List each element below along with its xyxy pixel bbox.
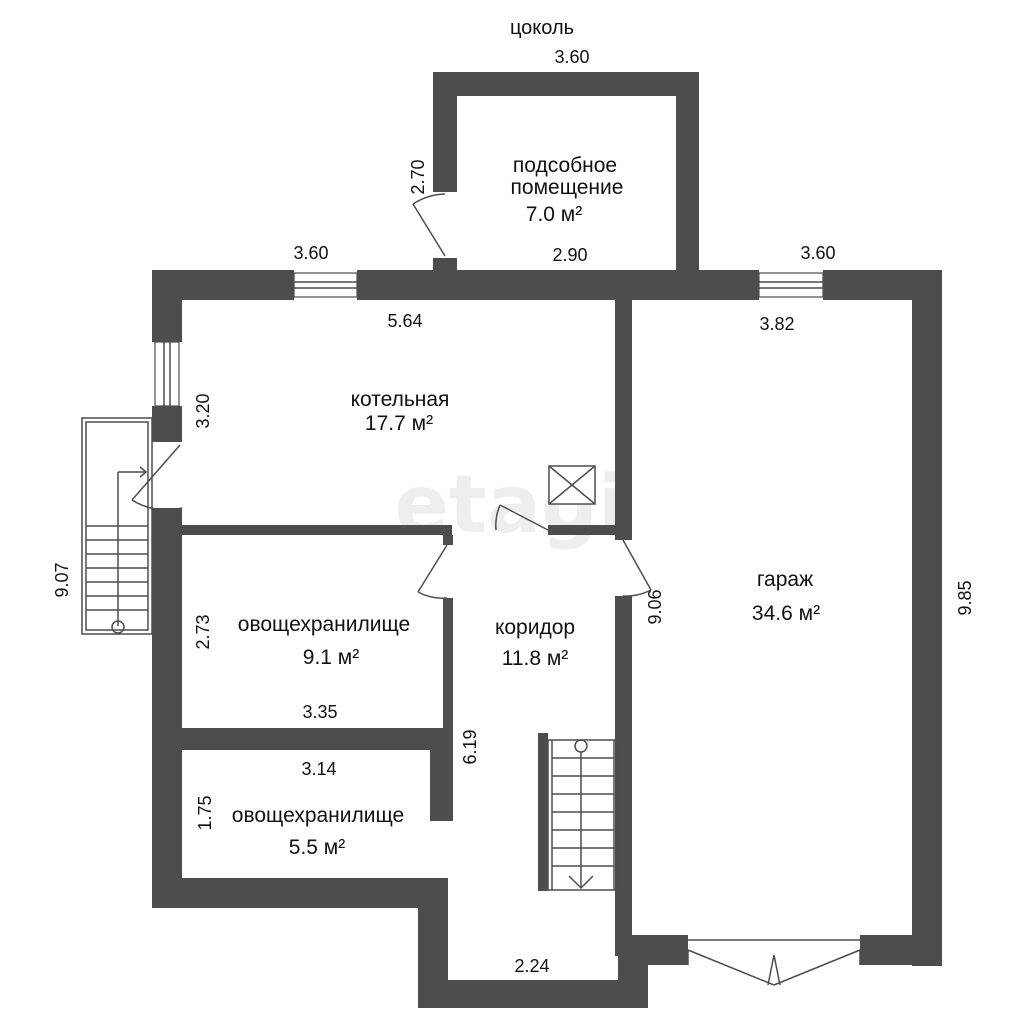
walls — [152, 72, 942, 1008]
room-garage-name: гараж — [757, 568, 813, 591]
outside-stairs — [81, 417, 153, 635]
dim-boiler-width: 5.64 — [387, 311, 422, 331]
dim-right-top: 3.60 — [800, 243, 835, 263]
dim-top-title: 3.60 — [554, 47, 589, 67]
dim-veg1-width: 3.35 — [302, 702, 337, 722]
dim-bottom-width: 2.24 — [514, 956, 549, 976]
vent-icon — [548, 465, 596, 505]
room-veg2-name: овощехранилище — [232, 804, 404, 827]
dim-garage-width: 3.82 — [759, 314, 794, 334]
dim-stair-length: 9.07 — [52, 562, 72, 597]
dim-veg2-width: 3.14 — [301, 759, 336, 779]
dim-corr-height: 6.19 — [460, 729, 480, 764]
windows — [154, 272, 824, 407]
dim-left-top: 3.60 — [293, 243, 328, 263]
dim-veg1-height: 2.73 — [193, 614, 213, 649]
room-boiler-name: котельная — [351, 388, 450, 411]
room-corridor-area: 11.8 м² — [502, 647, 569, 670]
dim-corr-length: 9.06 — [645, 589, 665, 624]
dim-util-height: 2.70 — [408, 159, 428, 194]
dim-garage-length: 9.85 — [955, 580, 975, 615]
dim-boiler-height: 3.20 — [193, 393, 213, 428]
room-veg1-area: 9.1 м² — [303, 646, 359, 669]
plan-title: цоколь — [510, 17, 574, 39]
room-utility-name: подсобное — [513, 154, 617, 177]
dim-util-bottom: 2.90 — [552, 245, 587, 265]
room-veg1-name: овощехранилище — [238, 613, 410, 636]
doors — [131, 193, 861, 986]
room-garage-area: 34.6 м² — [752, 602, 820, 625]
room-utility-area: 7.0 м² — [526, 203, 582, 226]
interior-stairs — [538, 733, 619, 891]
room-boiler-area: 17.7 м² — [365, 412, 433, 435]
dim-veg2-height: 1.75 — [195, 795, 215, 830]
room-utility-name2: помещение — [511, 176, 624, 199]
room-veg2-area: 5.5 м² — [289, 836, 345, 859]
room-corridor-name: коридор — [495, 616, 575, 639]
